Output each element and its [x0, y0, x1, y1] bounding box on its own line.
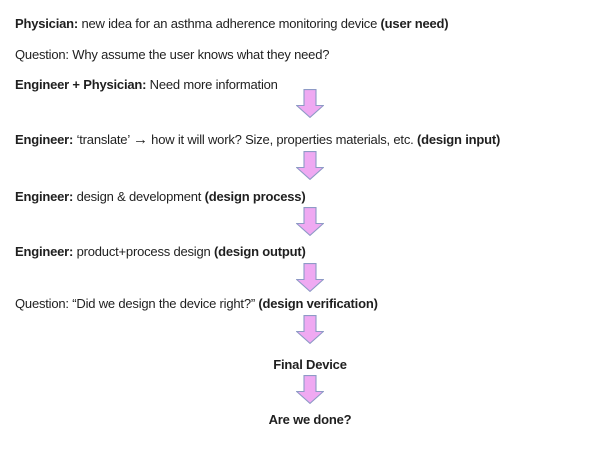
text-segment: Question: “Did we design the device righ… [15, 296, 259, 311]
bold-text-segment: (design verification) [258, 296, 378, 311]
bold-text-segment: Engineer + Physician: [15, 77, 147, 92]
down-arrow-icon [296, 89, 324, 118]
line-engineer-physician-info: Engineer + Physician: Need more informat… [15, 76, 278, 94]
down-arrow-icon [296, 375, 324, 404]
label-final-device: Final Device [20, 356, 600, 374]
down-arrow-icon [296, 207, 324, 236]
line-engineer-translate-design-input: Engineer: ‘translate’ → how it will work… [15, 131, 500, 149]
bold-text-segment: (design input) [416, 132, 501, 147]
text-segment: Question: Why assume the user knows what… [15, 47, 330, 62]
label-are-we-done: Are we done? [20, 411, 600, 429]
right-arrow-glyph-icon: → [132, 131, 148, 148]
text-segment: product+process design [73, 244, 214, 259]
text-segment: Need more information [146, 77, 278, 92]
bold-text-segment: Engineer: [15, 132, 74, 147]
line-engineer-design-development-process: Engineer: design & development (design p… [15, 188, 306, 206]
text-segment: ‘translate’ [73, 132, 133, 147]
bold-text-segment: Engineer: [15, 189, 74, 204]
line-question-design-verification: Question: “Did we design the device righ… [15, 295, 378, 313]
bold-text-segment: Engineer: [15, 244, 74, 259]
line-question-user-knows: Question: Why assume the user knows what… [15, 46, 329, 64]
line-physician-user-need: Physician: new idea for an asthma adhere… [15, 15, 449, 33]
bold-text-segment: Are we done? [268, 412, 352, 427]
bold-text-segment: (design output) [213, 244, 306, 259]
down-arrow-icon [296, 151, 324, 180]
text-segment: how it will work? Size, properties mater… [147, 132, 417, 147]
bold-text-segment: (user need) [380, 16, 449, 31]
down-arrow-icon [296, 263, 324, 292]
bold-text-segment: Final Device [273, 357, 347, 372]
text-segment: new idea for an asthma adherence monitor… [78, 16, 381, 31]
down-arrow-icon [296, 315, 324, 344]
line-engineer-product-process-design-output: Engineer: product+process design (design… [15, 243, 306, 261]
bold-text-segment: Physician: [15, 16, 79, 31]
bold-text-segment: (design process) [204, 189, 306, 204]
text-segment: design & development [73, 189, 205, 204]
